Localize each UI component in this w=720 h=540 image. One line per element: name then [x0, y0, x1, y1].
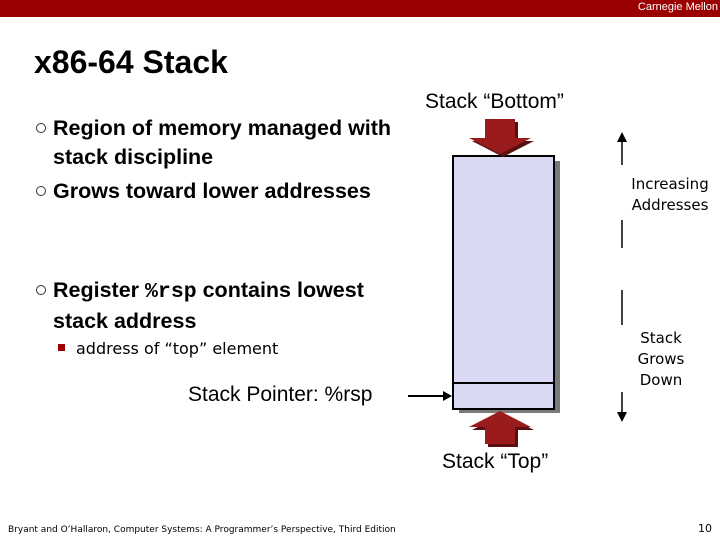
header-bar: Carnegie Mellon	[0, 0, 720, 17]
increasing-label-line-2: Addresses	[631, 196, 709, 214]
square-bullet-icon	[58, 344, 65, 351]
bullet-text: Region of memory managed with stack disc…	[53, 116, 392, 169]
bullet-circle-icon	[36, 123, 46, 133]
register-code: %rsp	[145, 280, 197, 304]
bullet-circle-icon	[36, 285, 46, 295]
stack-grows-down-label: Stack Grows Down	[626, 328, 696, 391]
slide-title: x86-64 Stack	[34, 44, 228, 80]
bullet-text: Register %rsp contains lowest stack addr…	[53, 276, 393, 336]
bullet-text-before: Register	[53, 278, 146, 302]
grows-label-line-3: Down	[639, 371, 683, 389]
page-number: 10	[698, 522, 712, 535]
sub-bullet-text: address of “top” element	[76, 339, 279, 358]
stack-body	[452, 155, 555, 410]
stack-pointer-label: Stack Pointer: %rsp	[188, 383, 373, 406]
footer-citation: Bryant and O’Hallaron, Computer Systems:…	[8, 525, 396, 535]
bullet-text: Grows toward lower addresses	[53, 179, 371, 203]
stack-top-arrow-icon	[469, 411, 531, 444]
stack-bottom-label: Stack “Bottom”	[425, 90, 564, 113]
increasing-label-line-1: Increasing	[631, 175, 709, 193]
bullet-text-after: contains lowest stack address	[53, 278, 364, 333]
stack-pointer-arrow-icon	[443, 391, 452, 401]
grows-arrow-down-icon	[617, 412, 627, 422]
stack-bottom-arrow-icon	[469, 119, 531, 154]
grows-label-line-2: Grows	[637, 350, 685, 368]
brand-label: Carnegie Mellon	[637, 1, 718, 13]
bullet-circle-icon	[36, 186, 46, 196]
increasing-addresses-label: Increasing Addresses	[628, 174, 712, 216]
grows-label-line-1: Stack	[640, 329, 682, 347]
stack-top-label: Stack “Top”	[442, 450, 549, 473]
increasing-arrow-up-icon	[617, 132, 627, 142]
